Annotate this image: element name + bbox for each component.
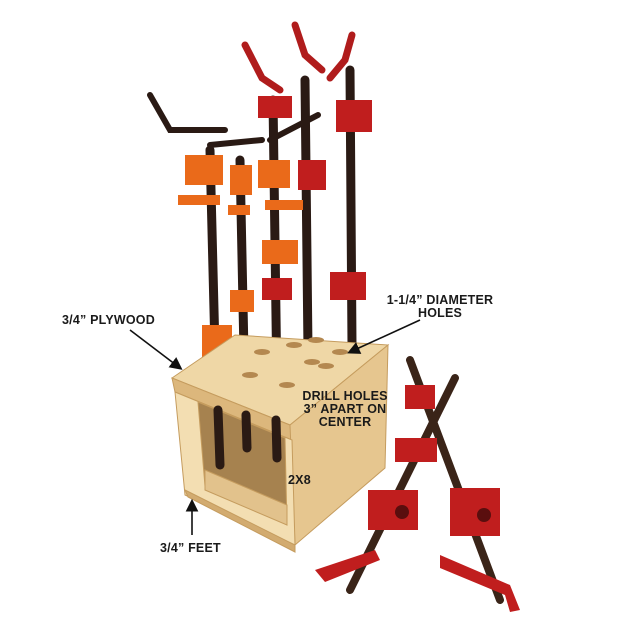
handles-red bbox=[241, 21, 356, 94]
lying-clamps bbox=[315, 356, 520, 612]
label-diameter-line1: 1-1/4” DIAMETER bbox=[386, 293, 494, 307]
label-drill-line1: DRILL HOLES bbox=[302, 389, 388, 403]
label-feet: 3/4” FEET bbox=[160, 541, 221, 555]
drill-holes bbox=[242, 337, 348, 388]
handles bbox=[147, 92, 321, 148]
label-drill-line2: 3” APART ON bbox=[303, 402, 387, 416]
clamp-heads-red bbox=[258, 96, 372, 300]
plywood-arrow bbox=[129, 329, 183, 370]
label-plywood: 3/4” PLYWOOD bbox=[62, 313, 155, 327]
label-drill-holes: DRILL HOLES 3” APART ON CENTER bbox=[295, 390, 395, 429]
label-2x8: 2X8 bbox=[288, 473, 311, 487]
rods-inside-box bbox=[213, 405, 282, 470]
plywood-box bbox=[170, 334, 390, 553]
holes-arrow bbox=[347, 319, 421, 354]
callout-arrows bbox=[129, 319, 421, 535]
label-diameter-line2: HOLES bbox=[417, 306, 463, 320]
label-diameter-holes: 1-1/4” DIAMETER HOLES bbox=[385, 294, 495, 320]
label-drill-line3: CENTER bbox=[318, 415, 372, 429]
